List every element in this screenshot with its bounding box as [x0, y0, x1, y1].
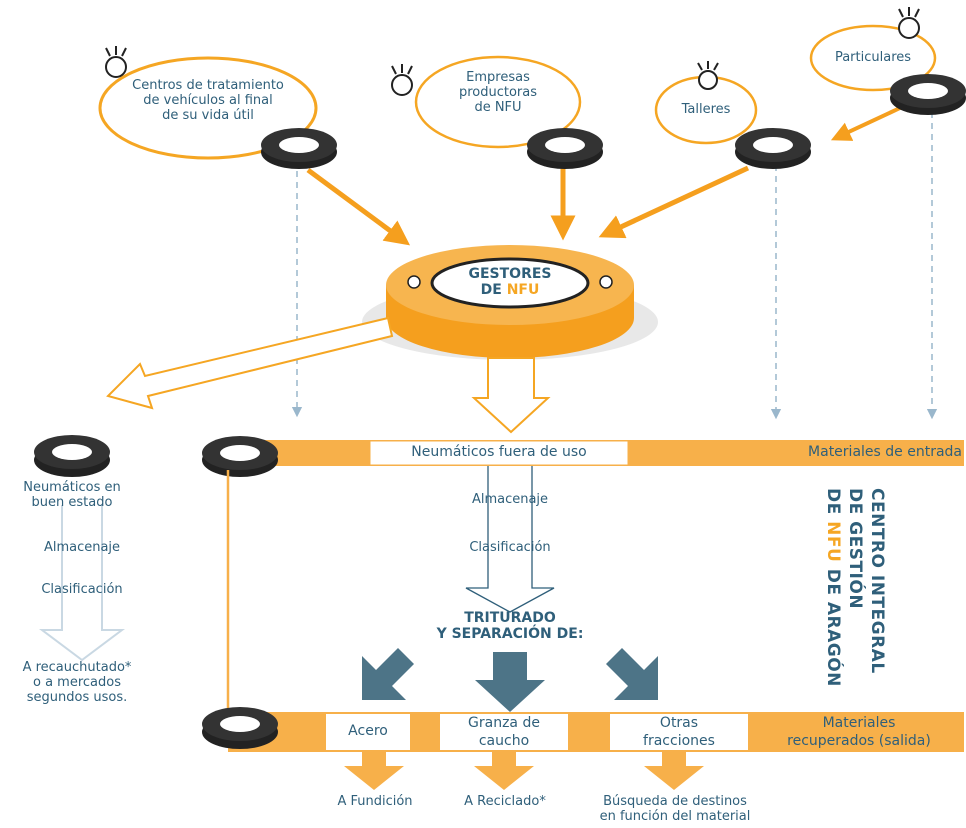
source-label-line: Centros de tratamiento — [132, 78, 284, 93]
tire-icon — [261, 128, 337, 169]
gestores-hub — [362, 245, 658, 360]
left-branch-destination-line: o a mercados — [33, 675, 121, 690]
left-branch-title: Neumáticos en buen estado — [10, 480, 134, 510]
center-step1: Almacenaje — [471, 492, 549, 507]
source-label-line: de NFU — [474, 100, 522, 115]
output-box-otras — [610, 714, 748, 750]
left-branch-title-line: Neumáticos en — [23, 480, 121, 495]
person-icon — [105, 46, 127, 78]
hub-label: GESTORES DE NFU — [450, 266, 570, 298]
output-label-granza: Granza de caucho — [440, 714, 568, 750]
arrow-hub-down — [471, 357, 551, 434]
centre-name-prefix: DE — [823, 488, 843, 522]
arrow-particulares-to-talleres — [830, 106, 901, 141]
arrow-talleres-to-hub — [598, 165, 750, 239]
destination-busqueda-line: en función del material — [599, 809, 751, 824]
source-bubble-centros — [98, 56, 318, 160]
source-label-line: de vehículos al final — [143, 93, 273, 108]
input-band-main-label: Neumáticos fuera de uso — [411, 444, 587, 460]
arrow-to-fundicion — [344, 752, 404, 790]
source-bubble-particulares — [809, 24, 937, 92]
arrow-centros-to-hub — [306, 167, 411, 246]
source-label-line: de su vida útil — [162, 108, 254, 123]
centre-name-line2: DE GESTIÓN — [845, 488, 865, 610]
tire-icon — [527, 128, 603, 169]
left-branch-destination-line: A recauchutado* — [22, 660, 132, 675]
process-label-line2: Y SEPARACIÓN DE: — [436, 626, 584, 642]
hub-label-accent: NFU — [506, 282, 540, 298]
steel-arrow-right — [606, 648, 658, 700]
left-branch-step2: Clasificación — [41, 582, 123, 597]
tire-icon — [890, 74, 966, 115]
source-label-line: productoras — [458, 85, 538, 100]
output-label-acero: Acero — [348, 723, 388, 739]
person-icon — [391, 64, 413, 96]
person-icon — [697, 61, 719, 90]
steel-arrow-left — [362, 648, 414, 700]
left-branch-arrow — [39, 505, 125, 662]
source-label-centros: Centros de tratamiento de vehículos al f… — [110, 78, 306, 123]
arrow-to-reciclado — [474, 752, 534, 790]
source-label-particulares: Particulares — [834, 50, 912, 65]
destination-reciclado: A Reciclado* — [464, 794, 546, 809]
centre-name-line3: DE NFU DE ARAGÓN — [822, 488, 844, 698]
output-label-granza-line: caucho — [478, 733, 530, 749]
output-label-granza-line: Granza de — [468, 715, 540, 731]
process-label-line1: TRITURADO — [464, 610, 556, 626]
arrow-hub-to-left — [106, 316, 394, 410]
left-branch-destination-line: segundos usos. — [26, 690, 128, 705]
hub-label-line1: GESTORES — [468, 266, 552, 282]
source-label-line: Empresas — [466, 70, 530, 85]
centre-name-suffix: DE ARAGÓN — [823, 562, 843, 687]
destination-fundicion: A Fundición — [337, 794, 413, 809]
output-label-otras-line: fracciones — [643, 733, 715, 749]
output-box-acero — [326, 714, 410, 750]
destination-busqueda-line: Búsqueda de destinos — [603, 794, 747, 809]
output-label-materiales-line: recuperados (salida) — [787, 733, 931, 749]
tire-icon — [735, 128, 811, 169]
tire-icon — [202, 707, 278, 749]
center-step2: Clasificación — [469, 540, 551, 555]
input-band-main-box — [369, 440, 629, 466]
tire-icon — [34, 435, 110, 477]
output-label-materiales-line: Materiales — [822, 715, 896, 731]
destination-busqueda: Búsqueda de destinos en función del mate… — [580, 794, 770, 824]
person-icon — [898, 7, 920, 39]
output-label-otras: Otras fracciones — [610, 714, 748, 750]
centre-name-accent: NFU — [823, 521, 843, 563]
centre-name: CENTRO INTEGRAL DE GESTIÓN DE NFU DE ARA… — [822, 488, 888, 698]
output-label-materiales: Materiales recuperados (salida) — [756, 714, 962, 750]
process-label: TRITURADO Y SEPARACIÓN DE: — [400, 610, 620, 642]
hub-label-prefix: DE — [480, 282, 507, 298]
source-label-talleres: Talleres — [681, 102, 731, 117]
center-column-arrow — [465, 466, 555, 613]
left-branch-destination: A recauchutado* o a mercados segundos us… — [2, 660, 152, 705]
output-label-otras-line: Otras — [659, 715, 699, 731]
output-box-granza — [440, 714, 568, 750]
steel-arrow-center — [475, 652, 545, 712]
left-branch-step1: Almacenaje — [43, 540, 121, 555]
source-bubble-empresas — [414, 55, 582, 149]
left-branch-title-line: buen estado — [31, 495, 113, 510]
tire-icon — [202, 436, 278, 477]
input-band-right-label: Materiales de entrada — [808, 444, 962, 460]
source-label-empresas: Empresas productoras de NFU — [430, 70, 566, 115]
arrow-to-busqueda — [644, 752, 704, 790]
hub-label-line2: DE NFU — [450, 282, 570, 298]
centre-name-line1: CENTRO INTEGRAL — [867, 488, 887, 674]
